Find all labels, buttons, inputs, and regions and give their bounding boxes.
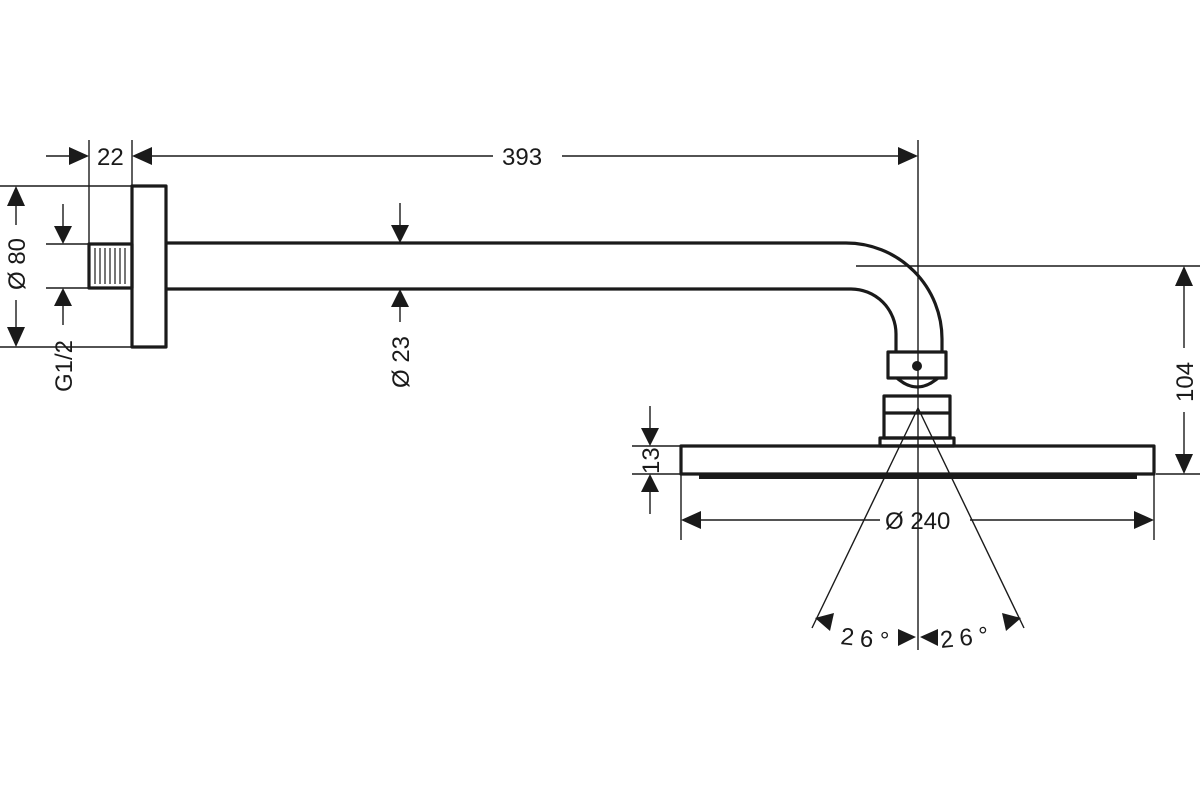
dimension-head-240: Ø 240 [681, 508, 1154, 535]
dimension-label-13: 13 [638, 447, 665, 474]
dimension-head-13: 13 [638, 406, 665, 514]
dimension-drop-104: 104 [1172, 266, 1199, 474]
dimension-label-angle-right: 26° [939, 621, 996, 654]
shower-arm-tube-inner [166, 287, 898, 352]
spray-angle-lines [811, 407, 1025, 629]
dimension-393: 393 [132, 144, 918, 171]
wall-flange [130, 184, 168, 349]
dimension-label-angle-left: 26° [839, 623, 896, 656]
shower-arm-tube [166, 241, 944, 352]
dimension-label-g12: G1/2 [51, 340, 78, 392]
dimension-22: 22 [46, 144, 124, 171]
dimension-label-22: 22 [97, 144, 124, 171]
swivel-pin [912, 361, 922, 371]
dimension-label-240: Ø 240 [885, 508, 950, 535]
swivel-joint-top [886, 350, 948, 380]
shower-arm-assembly [87, 184, 1156, 479]
swivel-joint-body [882, 394, 952, 440]
dimension-arm-23: Ø 23 [388, 203, 415, 388]
thread-hatching [94, 248, 126, 284]
dimension-label-23: Ø 23 [388, 336, 415, 388]
dimension-thread-g12: G1/2 [51, 204, 78, 392]
dimension-label-80: Ø 80 [4, 238, 31, 290]
dimension-label-393: 393 [502, 144, 542, 171]
swivel-ball [895, 376, 940, 389]
dimension-flange-80: Ø 80 [4, 186, 31, 347]
dimension-angle-right: 26° [920, 613, 1021, 654]
dimension-angle-left: 26° [815, 613, 916, 656]
extension-lines [0, 140, 1200, 650]
dimension-label-104: 104 [1172, 362, 1199, 402]
